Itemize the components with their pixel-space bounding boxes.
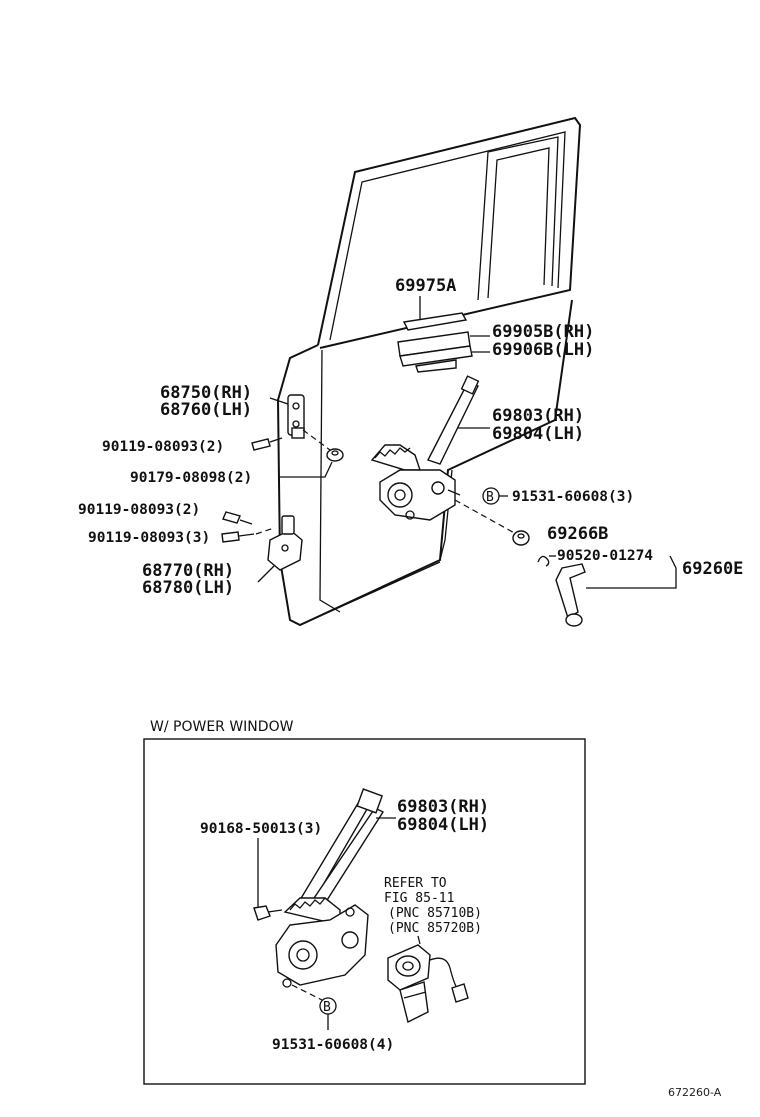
clip-90520 [537,555,556,567]
bolt-90119-upper [251,437,283,451]
power-window-caption: W/ POWER WINDOW [150,719,294,735]
label-90119-c: 90119-08093(3) [88,530,210,546]
label-pw-69803: 69803(RH) [397,797,489,817]
door-hinge-upper [269,394,305,439]
window-regulator-manual [370,375,490,521]
label-90168: 90168-50013(3) [200,821,322,837]
window-crank-handle [555,555,677,627]
label-69906B: 69906B(LH) [492,340,594,360]
label-68770: 68770(RH) [142,561,234,581]
power-window-regulator [275,788,396,988]
rear-door-outline [276,116,582,627]
label-69260E: 69260E [682,559,743,579]
label-68780: 68780(LH) [142,578,234,598]
marker-b-lower: B [291,984,337,1030]
nut-90179 [280,429,344,478]
label-90119-b: 90119-08093(2) [78,502,200,518]
label-68750: 68750(RH) [160,383,252,403]
label-69803: 69803(RH) [492,406,584,426]
label-91531-lower: 91531-60608(4) [272,1037,394,1053]
pnc-line2: (PNC 85720B) [388,921,482,936]
label-90119-a: 90119-08093(2) [102,439,224,455]
label-69804: 69804(LH) [492,424,584,444]
label-90520: 90520-01274 [557,548,653,564]
run-channel-69975A [402,296,468,331]
figure-id: 672260-A [668,1086,722,1099]
door-hinge-lower [257,515,303,583]
power-window-motor [387,935,469,1024]
label-69905B: 69905B(RH) [492,322,594,342]
label-68760: 68760(LH) [160,400,252,420]
label-69266B: 69266B [547,524,608,544]
label-pw-69804: 69804(LH) [397,815,489,835]
svg-text:B: B [486,490,494,505]
svg-text:B: B [323,1000,331,1015]
label-69975A: 69975A [395,276,456,296]
label-91531-upper: 91531-60608(3) [512,489,634,505]
marker-b-upper: B [482,487,508,505]
power-window-frame [143,738,586,1085]
pnc-line1: (PNC 85710B) [388,906,482,921]
nut-69266B [454,499,530,546]
bolt-90119-lower [221,511,275,543]
label-90179: 90179-08098(2) [130,470,252,486]
screw-90168 [253,838,283,921]
glass-guide-69905B [397,331,490,373]
refer-to-line2: FIG 85-11 [384,891,454,906]
refer-to-line1: REFER TO [384,876,447,891]
